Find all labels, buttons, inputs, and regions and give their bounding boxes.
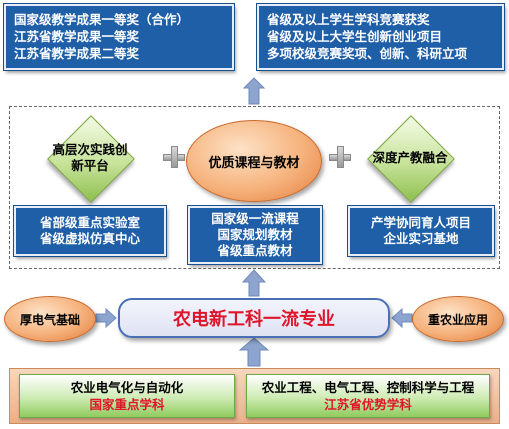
arrow-up-bottom	[238, 337, 270, 367]
diamond-left-line-1: 高层次实践创	[52, 142, 128, 157]
discipline-right-line-1: 农业工程、电气工程、控制科学与工程	[261, 380, 475, 395]
top-right-achievements: 省级及以上学生学科竞赛获奖 省级及以上大学生创新创业项目 多项校级竞赛奖项、创新…	[257, 4, 504, 70]
plus-icon-left	[163, 146, 185, 168]
discipline-left-line-1: 农业电气化与自动化	[70, 380, 184, 395]
top-left-line-2: 江苏省教学成果一等奖	[14, 29, 140, 44]
box-labs: 省部级重点实验室 省级虚拟仿真中心	[14, 206, 166, 256]
arrow-up-core	[241, 269, 267, 297]
side-right-label: 重农业应用	[427, 312, 488, 327]
diamond-left-line-2: 新平台	[71, 158, 109, 173]
core-program: 农电新工科一流专业	[118, 298, 390, 338]
discipline-provincial-advantage: 农业工程、电气工程、控制科学与工程 江苏省优势学科	[246, 374, 490, 418]
ellipse-electrical-foundation: 厚电气基础	[4, 296, 96, 342]
box-labs-line-1: 省部级重点实验室	[39, 215, 140, 230]
top-right-line-1: 省级及以上学生学科竞赛获奖	[267, 12, 430, 27]
top-right-line-2: 省级及以上大学生创新创业项目	[267, 29, 443, 44]
box-courses-line-2: 国家规划教材	[217, 227, 293, 242]
diamond-practice-platform: 高层次实践创 新平台	[46, 114, 135, 203]
arrow-up-top	[242, 77, 266, 105]
box-courses-line-3: 省级重点教材	[217, 243, 293, 258]
side-left-label: 厚电气基础	[19, 312, 80, 327]
box-courses-line-1: 国家级一流课程	[211, 211, 299, 226]
discipline-national-key: 农业电气化与自动化 国家重点学科	[19, 374, 235, 418]
top-left-achievements: 国家级教学成果一等奖（合作） 江苏省教学成果一等奖 江苏省教学成果二等奖	[4, 4, 234, 70]
top-left-line-1: 国家级教学成果一等奖（合作）	[14, 12, 190, 27]
ellipse-agricultural-application: 重农业应用	[412, 296, 504, 342]
box-industry-line-2: 企业实习基地	[383, 231, 459, 246]
core-title: 农电新工科一流专业	[173, 309, 335, 330]
box-industry: 产学协同育人项目 企业实习基地	[348, 206, 494, 256]
box-labs-line-2: 省级虚拟仿真中心	[39, 231, 140, 246]
discipline-right-line-2: 江苏省优势学科	[324, 397, 412, 412]
diamond-industry-integration: 深度产教融合	[366, 114, 455, 203]
top-left-line-3: 江苏省教学成果二等奖	[14, 46, 140, 61]
arrow-left-right	[391, 307, 413, 329]
ellipse-center-label: 优质课程与教材	[208, 155, 300, 171]
top-right-line-3: 多项校级竞赛奖项、创新、科研立项	[267, 46, 468, 61]
arrow-right-left	[95, 307, 117, 329]
diamond-right-label: 深度产教融合	[372, 150, 448, 165]
ellipse-quality-courses: 优质课程与教材	[186, 120, 322, 202]
plus-icon-right	[329, 146, 351, 168]
discipline-left-line-2: 国家重点学科	[89, 397, 165, 412]
box-courses: 国家级一流课程 国家规划教材 省级重点教材	[188, 206, 322, 264]
box-industry-line-1: 产学协同育人项目	[370, 215, 471, 230]
